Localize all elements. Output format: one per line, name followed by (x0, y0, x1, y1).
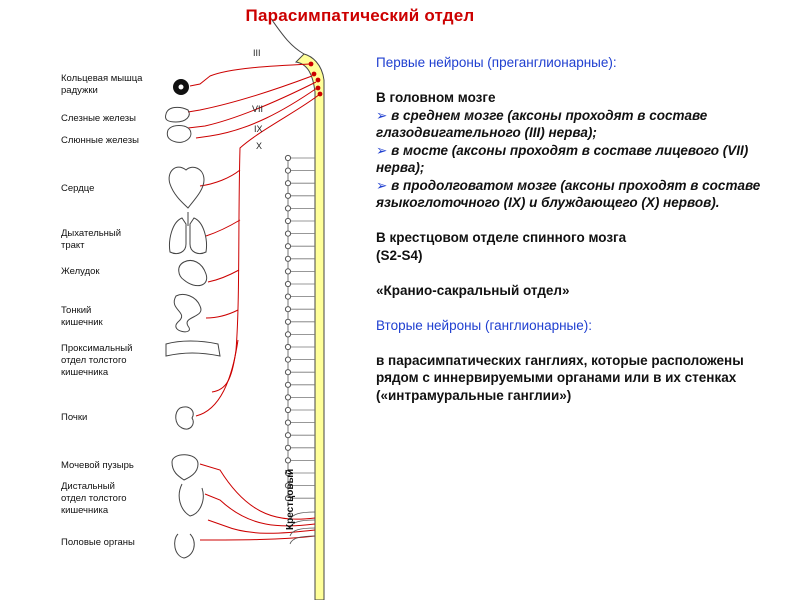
organ-label-lacrimal: Слезные железы (61, 113, 136, 124)
sacral-rootlets (289, 511, 316, 545)
bullet-midbrain: ➢ в среднем мозге (аксоны проходят в сос… (376, 107, 708, 141)
chain-ganglion (284, 432, 292, 439)
bladder-icon (171, 454, 199, 481)
first-neurons-heading: Первые нейроны (преганглионарные): (376, 55, 617, 70)
small-intestine-icon (173, 293, 202, 333)
sacral-segments: (S2-S4) (376, 247, 423, 263)
chain-ganglion (284, 343, 292, 351)
nerve-vii-a (187, 75, 313, 113)
sacral-heading: В крестцовом отделе спинного мозга (376, 230, 627, 245)
chain-ganglion (284, 180, 292, 187)
chain-ganglion (284, 318, 292, 325)
arrow-bullet-icon: ➢ (376, 107, 388, 123)
chain-ganglion (284, 230, 292, 237)
cranial-nerve-label-vii: VII (252, 104, 264, 114)
craniosacral-label: «Кранио-сакральный отдел» (376, 282, 570, 298)
arrow-bullet-icon: ➢ (376, 177, 388, 193)
nucleus-vii-1 (311, 71, 317, 77)
chain-ganglion (284, 255, 292, 262)
sacral-nerve-3 (207, 519, 316, 534)
chain-ganglion (284, 306, 292, 313)
second-neurons-text: в парасимпатических ганглиях, которые ра… (376, 352, 744, 403)
organ-label-respiratory: Дыхательный тракт (61, 228, 122, 251)
organ-label-heart: Сердце (61, 183, 95, 194)
proximal-colon-icon (165, 340, 221, 357)
organ-label-proximal-colon: Проксимальный отдел толстого кишечника (61, 343, 133, 378)
sacral-nerve-4 (199, 535, 316, 541)
chain-ganglion (284, 167, 292, 174)
chain-ganglion (284, 268, 292, 275)
organ-label-distal-colon: Дистальный отдел толстого кишечника (61, 481, 127, 516)
brain-heading: В головном мозге (376, 90, 496, 105)
nerve-ix (195, 87, 318, 139)
chain-ganglion (284, 457, 292, 464)
bullet-pons: ➢ в мосте (аксоны проходят в составе лиц… (376, 142, 749, 176)
ganglion-chain (284, 154, 315, 502)
nucleus-vii-2 (315, 77, 321, 83)
chain-ganglion (284, 217, 292, 225)
chain-ganglion (284, 495, 292, 502)
brainstem-outline (271, 19, 305, 55)
chain-ganglion (284, 356, 292, 363)
chain-ganglion (284, 482, 292, 489)
chain-ganglion (284, 369, 292, 376)
nerve-vii-b (187, 81, 317, 129)
distal-colon-icon (178, 483, 204, 517)
chain-ganglion (284, 154, 292, 162)
page-title: Парасимпатический отдел (245, 6, 475, 25)
organ-label-kidneys: Почки (61, 412, 88, 423)
lacrimal-gland-icon (165, 106, 190, 123)
organ-label-stomach: Желудок (61, 266, 100, 277)
kidney-icon (175, 406, 194, 430)
chain-ganglion (284, 406, 292, 414)
vagus-kidney-branch (195, 339, 239, 417)
cranial-nerve-label-ix: IX (254, 124, 263, 134)
organ-label-genitals: Половые органы (61, 537, 135, 548)
chain-ganglion (284, 419, 292, 426)
chain-ganglion (284, 331, 292, 338)
vagus-heart-branch (199, 169, 241, 187)
genital-organs-icon (174, 533, 195, 559)
cranial-nerve-label-x: X (256, 141, 263, 151)
chain-ganglion (284, 280, 292, 288)
lungs-icon (169, 212, 207, 255)
organ-label-salivary: Слюнные железы (61, 135, 139, 146)
chain-ganglion (284, 243, 292, 250)
salivary-gland-icon (166, 125, 192, 143)
nucleus-iii (308, 61, 314, 67)
vagus-intestine-branch (205, 309, 239, 319)
text-panel: Первые нейроны (преганглионарные): В гол… (376, 54, 786, 404)
chain-ganglion (284, 469, 292, 477)
bullet-medulla: ➢ в продолговатом мозге (аксоны проходят… (376, 177, 761, 211)
sacral-nerve-2 (204, 493, 316, 527)
nucleus-ix (315, 85, 321, 91)
chain-ganglion (284, 192, 292, 199)
spinal-cord (294, 53, 325, 600)
nerve-iii (189, 63, 311, 87)
cranial-nerve-label-iii: III (253, 48, 261, 58)
sacral-segment-label: Крестцовый (285, 468, 296, 530)
chain-ganglion (284, 205, 292, 212)
vagus-lung-branch (205, 219, 241, 237)
arrow-bullet-icon: ➢ (376, 142, 388, 158)
organ-label-small-intestine: Тонкий кишечник (61, 305, 103, 328)
second-neurons-heading: Вторые нейроны (ганглионарные): (376, 317, 593, 333)
sacral-nerve-1 (199, 463, 316, 520)
organ-label-iris: Кольцевая мышца радужки (61, 73, 143, 96)
organ-label-bladder: Мочевой пузырь (61, 460, 134, 471)
heart-icon (168, 166, 205, 209)
stomach-icon (178, 260, 208, 287)
vagus-nerve (211, 93, 321, 393)
vagus-stomach-branch (207, 269, 240, 283)
chain-ganglion (284, 381, 292, 388)
chain-ganglion (284, 293, 292, 300)
chain-ganglion (284, 444, 292, 451)
chain-ganglion (284, 394, 292, 401)
